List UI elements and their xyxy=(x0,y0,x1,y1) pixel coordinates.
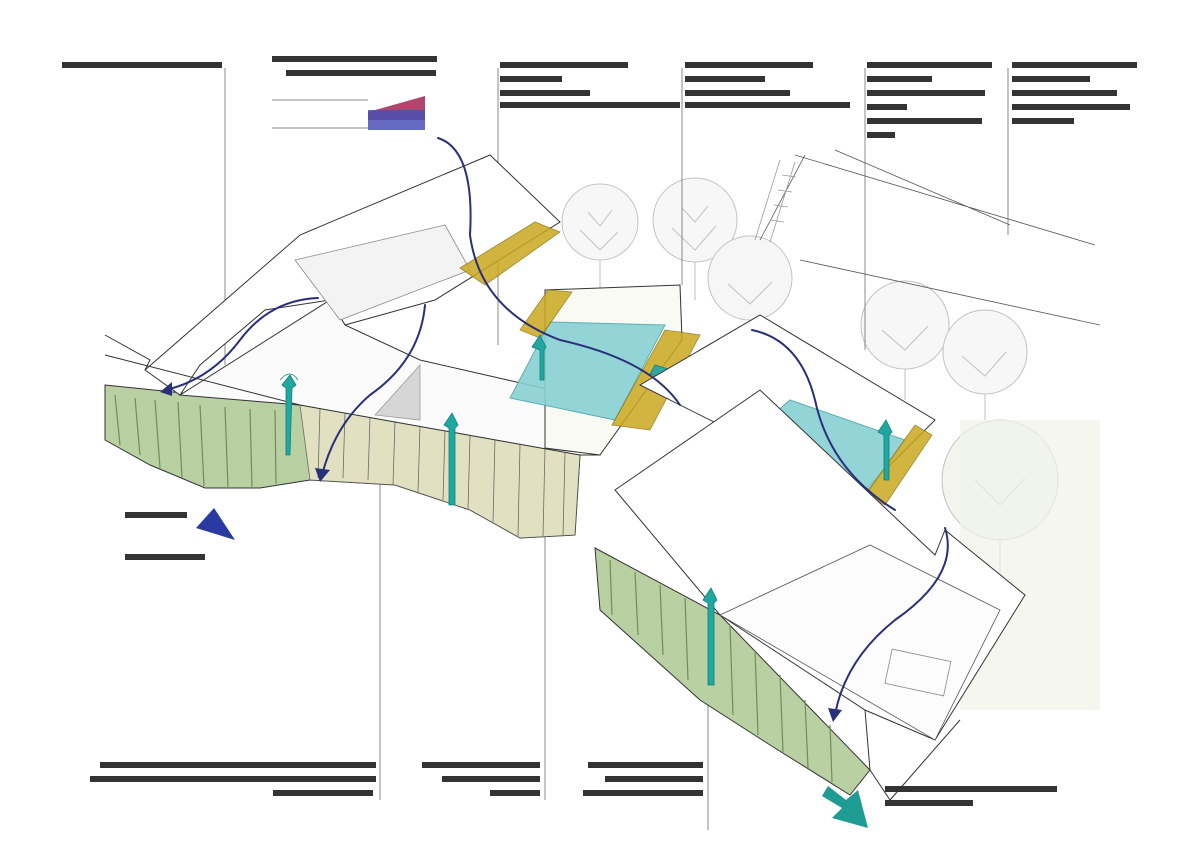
tree-icon xyxy=(941,419,1059,585)
airflow-arrowhead xyxy=(160,382,172,396)
label-placeholder xyxy=(885,800,973,806)
label-placeholder xyxy=(272,56,437,62)
label-placeholder xyxy=(867,90,985,96)
west-facade-mullions xyxy=(317,407,566,537)
tree-icon xyxy=(707,235,793,345)
label-placeholder xyxy=(500,102,680,108)
outflow-arrow-icon xyxy=(822,786,868,828)
label-placeholder xyxy=(62,62,222,68)
central-courtyard xyxy=(459,221,791,456)
wind-direction-icon xyxy=(196,508,235,540)
label-placeholder xyxy=(90,776,376,782)
east-building xyxy=(594,149,1101,801)
tree-icon xyxy=(561,183,639,290)
north-wing-ladder xyxy=(754,159,797,243)
air-intake-icon xyxy=(531,334,547,381)
label-placeholder xyxy=(867,62,992,68)
green-roof-strip-mid xyxy=(519,289,573,339)
label-placeholder xyxy=(1012,118,1074,124)
tree-icon xyxy=(942,309,1028,420)
tree-icon xyxy=(860,280,950,400)
label-placeholder xyxy=(125,512,187,518)
label-placeholder xyxy=(867,76,932,82)
west-roof-edge xyxy=(104,354,301,406)
label-placeholder xyxy=(1012,90,1117,96)
label-placeholder xyxy=(583,790,703,796)
label-placeholder xyxy=(1012,76,1090,82)
air-intake-columns xyxy=(279,334,893,686)
west-building xyxy=(104,154,601,539)
label-placeholder xyxy=(885,786,1057,792)
west-glazing-facade xyxy=(299,404,581,539)
heat-indicator-icon xyxy=(368,96,425,130)
label-placeholder xyxy=(685,102,850,108)
label-placeholder xyxy=(100,762,376,768)
east-facade-edge xyxy=(864,709,961,801)
label-placeholder xyxy=(867,104,907,110)
east-vegetation-strokes xyxy=(609,559,833,783)
air-intake-icon xyxy=(877,419,893,481)
airflow-arrowhead xyxy=(828,708,842,722)
label-placeholder xyxy=(500,62,628,68)
label-placeholder xyxy=(867,132,895,138)
label-placeholder xyxy=(588,762,703,768)
label-placeholder xyxy=(273,790,373,796)
sunshade-panel xyxy=(374,363,421,421)
label-placeholder xyxy=(500,90,590,96)
label-placeholder xyxy=(1012,62,1137,68)
west-vegetation-strokes xyxy=(114,394,277,489)
airflow-arrowhead xyxy=(315,468,330,482)
label-placeholder xyxy=(490,790,540,796)
label-placeholder xyxy=(1012,104,1130,110)
label-placeholder xyxy=(867,118,982,124)
tree-icon xyxy=(652,177,738,300)
label-placeholders xyxy=(62,56,1137,806)
north-wing-outline xyxy=(759,149,1101,326)
label-placeholder xyxy=(442,776,540,782)
east-roof-skylight xyxy=(884,648,952,697)
label-placeholder xyxy=(685,90,790,96)
airflow-path xyxy=(321,304,426,476)
label-placeholder xyxy=(685,76,765,82)
airflow-path xyxy=(437,137,681,406)
label-placeholder xyxy=(422,762,540,768)
east-roof-inner-fold xyxy=(719,544,1001,741)
airflow-path xyxy=(164,297,319,391)
label-placeholder xyxy=(685,62,813,68)
label-placeholder xyxy=(286,70,436,76)
air-intake-icon xyxy=(702,587,718,686)
east-vegetation-band xyxy=(594,547,871,796)
label-placeholder xyxy=(125,554,205,560)
airflow-path xyxy=(834,527,949,716)
west-roof-eave xyxy=(104,334,151,371)
green-roof-strip-north xyxy=(459,221,561,286)
airflow-path xyxy=(751,329,896,511)
label-placeholder xyxy=(605,776,703,782)
air-intake-icon xyxy=(279,373,299,456)
air-intake-icon xyxy=(443,412,459,506)
airflow-arrows xyxy=(160,137,949,722)
label-placeholder xyxy=(500,76,562,82)
